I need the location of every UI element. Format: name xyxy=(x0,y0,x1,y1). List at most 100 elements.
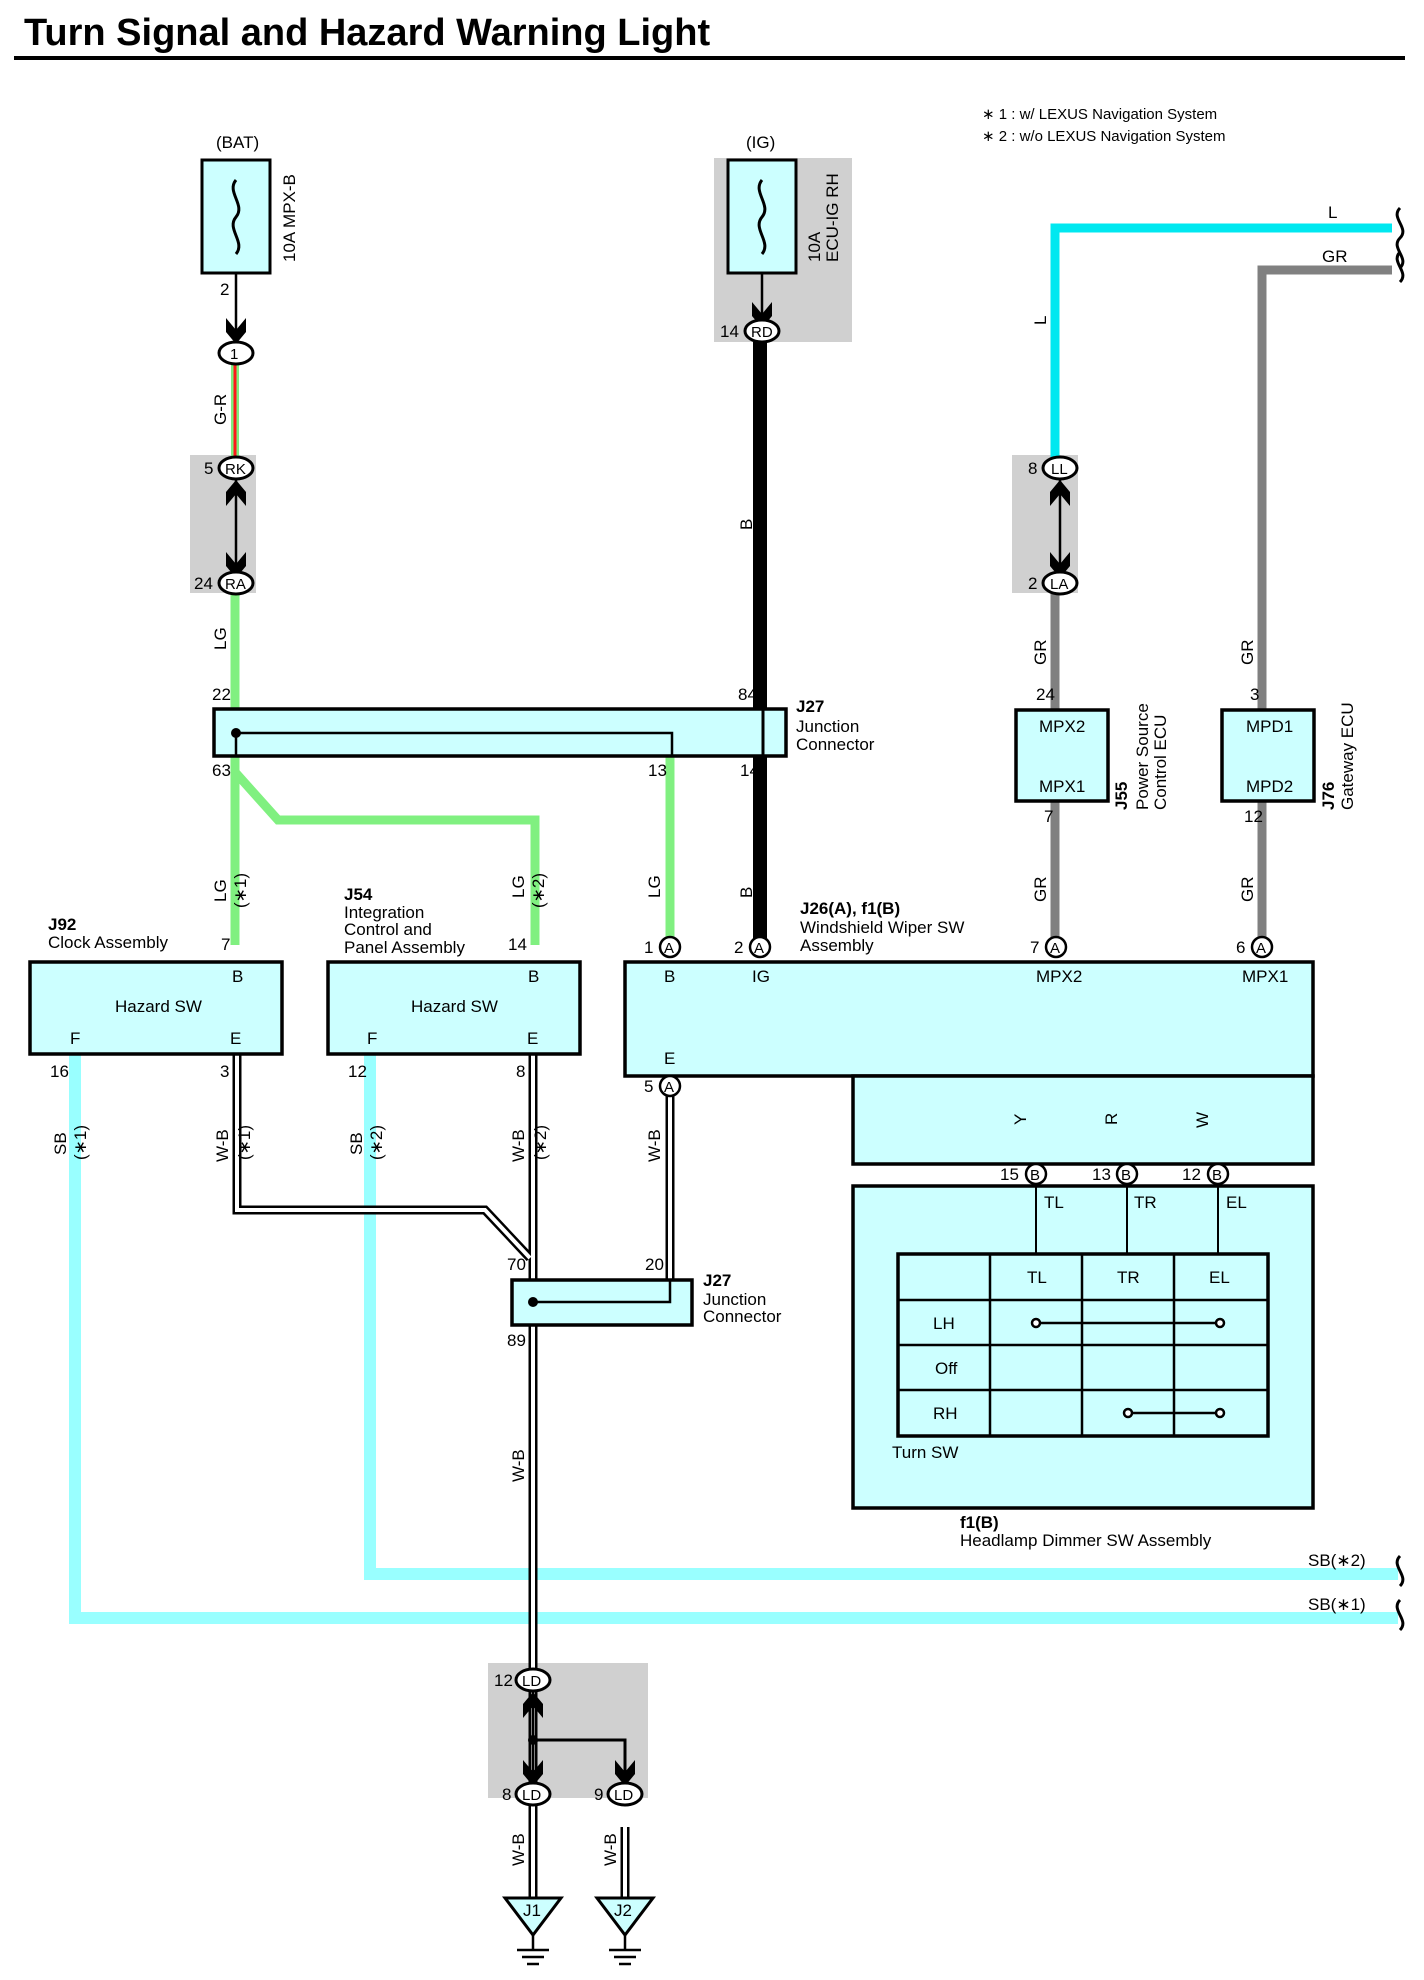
svg-text:L: L xyxy=(1031,316,1050,325)
svg-text:14: 14 xyxy=(740,761,759,780)
svg-text:J27: J27 xyxy=(703,1271,731,1290)
svg-text:12: 12 xyxy=(1182,1165,1201,1184)
svg-text:W-B: W-B xyxy=(509,1833,528,1866)
j54-box xyxy=(326,960,582,1056)
svg-text:Assembly: Assembly xyxy=(800,936,874,955)
svg-text:W-B: W-B xyxy=(509,1449,528,1482)
svg-text:7: 7 xyxy=(1030,938,1039,957)
svg-text:5: 5 xyxy=(204,459,213,478)
svg-text:EL: EL xyxy=(1209,1268,1230,1287)
svg-text:E: E xyxy=(664,1049,675,1068)
svg-text:2: 2 xyxy=(734,938,743,957)
j76-box xyxy=(1220,708,1316,803)
j27-top-id: J27 xyxy=(796,697,824,716)
ig-fuse-label-1: 10A xyxy=(805,231,824,262)
svg-text:RA: RA xyxy=(225,576,246,593)
svg-text:A: A xyxy=(664,1079,674,1096)
svg-text:TR: TR xyxy=(1117,1268,1140,1287)
svg-text:14: 14 xyxy=(508,935,527,954)
svg-text:Hazard SW: Hazard SW xyxy=(115,997,202,1016)
svg-text:LD: LD xyxy=(522,1673,541,1690)
svg-text:8: 8 xyxy=(1028,459,1037,478)
svg-text:(∗1): (∗1) xyxy=(231,873,250,908)
svg-text:MPX1: MPX1 xyxy=(1039,777,1085,796)
svg-text:Integration: Integration xyxy=(344,903,424,922)
svg-text:W-B: W-B xyxy=(213,1129,232,1162)
connector-ra: RA 24 xyxy=(194,570,255,596)
svg-text:LD: LD xyxy=(522,1787,541,1804)
svg-text:GR: GR xyxy=(1238,877,1257,903)
svg-text:LL: LL xyxy=(1051,461,1068,478)
svg-text:Junction: Junction xyxy=(796,717,859,736)
svg-text:LD: LD xyxy=(614,1787,633,1804)
svg-text:B: B xyxy=(1212,1167,1222,1184)
svg-text:B: B xyxy=(737,519,756,530)
svg-text:12: 12 xyxy=(1244,807,1263,826)
j26-pin-5: A 5 xyxy=(644,1074,682,1098)
svg-text:(∗1): (∗1) xyxy=(71,1125,90,1160)
svg-text:W-B: W-B xyxy=(601,1833,620,1866)
svg-text:22: 22 xyxy=(212,685,231,704)
svg-text:Clock Assembly: Clock Assembly xyxy=(48,933,168,952)
svg-text:GR: GR xyxy=(1322,247,1348,266)
lg-wires xyxy=(230,590,675,945)
j54-id: J54 xyxy=(344,885,373,904)
svg-text:E: E xyxy=(527,1029,538,1048)
connector-la: LA 2 xyxy=(1028,570,1079,596)
svg-text:SB(∗2): SB(∗2) xyxy=(1308,1551,1366,1570)
connector-rd: RD 14 xyxy=(720,318,781,344)
svg-text:89: 89 xyxy=(507,1331,526,1350)
svg-text:LG: LG xyxy=(211,879,230,902)
svg-text:MPD1: MPD1 xyxy=(1246,717,1293,736)
svg-text:1: 1 xyxy=(644,938,653,957)
l-wire xyxy=(1050,223,1392,458)
svg-text:3: 3 xyxy=(220,1062,229,1081)
j26-pin-1: A 1 xyxy=(644,935,682,959)
svg-text:LG: LG xyxy=(211,627,230,650)
svg-text:SB: SB xyxy=(51,1132,70,1155)
svg-text:B: B xyxy=(1121,1167,1131,1184)
ground-j1: J1 xyxy=(501,1896,565,1966)
svg-text:12: 12 xyxy=(494,1671,513,1690)
svg-text:Connector: Connector xyxy=(703,1307,782,1326)
bat-fuse-label: 10A MPX-B xyxy=(280,174,299,262)
svg-text:1: 1 xyxy=(230,346,238,363)
svg-text:A: A xyxy=(1256,940,1266,957)
svg-text:Hazard SW: Hazard SW xyxy=(411,997,498,1016)
j55-box xyxy=(1014,708,1110,803)
svg-text:70: 70 xyxy=(507,1255,526,1274)
svg-text:Connector: Connector xyxy=(796,735,875,754)
svg-text:15: 15 xyxy=(1000,1165,1019,1184)
svg-text:(∗1): (∗1) xyxy=(235,1125,254,1160)
svg-text:R: R xyxy=(1102,1113,1121,1125)
svg-text:B: B xyxy=(737,887,756,898)
f1-pin-12: B 12 xyxy=(1182,1162,1230,1186)
svg-text:8: 8 xyxy=(502,1785,511,1804)
j26-pin-2: A 2 xyxy=(734,935,772,959)
svg-text:SB(∗1): SB(∗1) xyxy=(1308,1595,1366,1614)
svg-text:TL: TL xyxy=(1044,1193,1064,1212)
svg-text:B: B xyxy=(232,967,243,986)
svg-text:MPX2: MPX2 xyxy=(1039,717,1085,736)
sb-wires xyxy=(69,1052,1398,1624)
svg-text:L: L xyxy=(1328,203,1337,222)
svg-text:8: 8 xyxy=(516,1062,525,1081)
svg-text:Control and: Control and xyxy=(344,920,432,939)
ig-label: (IG) xyxy=(746,133,775,152)
svg-text:5: 5 xyxy=(644,1077,653,1096)
svg-text:13: 13 xyxy=(648,761,667,780)
svg-text:RH: RH xyxy=(933,1404,958,1423)
j26-pin-6: A 6 xyxy=(1236,935,1274,959)
svg-text:Panel Assembly: Panel Assembly xyxy=(344,938,465,957)
f1-pin-13: B 13 xyxy=(1092,1162,1139,1186)
svg-text:(∗2): (∗2) xyxy=(531,1125,550,1160)
svg-text:A: A xyxy=(1050,940,1060,957)
svg-text:RD: RD xyxy=(751,324,773,341)
j92-box xyxy=(28,960,284,1056)
svg-text:84: 84 xyxy=(738,685,757,704)
turn-sw-label: Turn SW xyxy=(892,1443,958,1462)
svg-text:3: 3 xyxy=(1250,685,1259,704)
svg-text:12: 12 xyxy=(348,1062,367,1081)
ground-j2: J2 xyxy=(593,1896,657,1966)
svg-text:GR: GR xyxy=(1031,877,1050,903)
